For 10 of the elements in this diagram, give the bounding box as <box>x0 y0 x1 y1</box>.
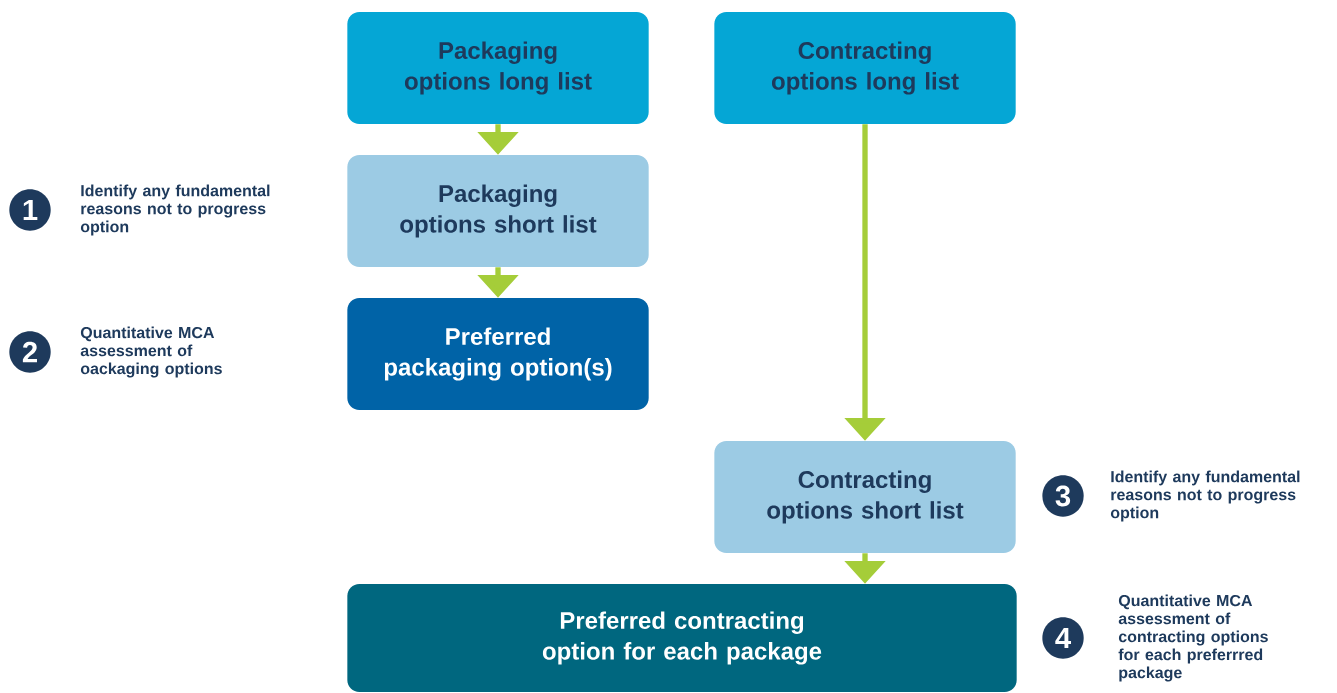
step-description: Identify any fundamental reasons not to progress option <box>80 184 270 236</box>
process-box: Contracting options short list <box>714 441 1016 553</box>
process-box: Packaging options short list <box>347 155 649 267</box>
step-description: Identify any fundamental reasons not to progress option <box>1110 470 1300 522</box>
process-box: Preferred contracting option for each package <box>347 584 1017 692</box>
process-box: Contracting options long list <box>714 12 1016 124</box>
process-box: Preferred packaging option(s) <box>347 298 649 410</box>
step-description: Quantitative MCA assessment of oackaging options <box>80 326 222 378</box>
process-box: Packaging options long list <box>347 12 649 124</box>
step-description: Quantitative MCA assessment of contracting options for each preferrred package <box>1118 594 1268 682</box>
